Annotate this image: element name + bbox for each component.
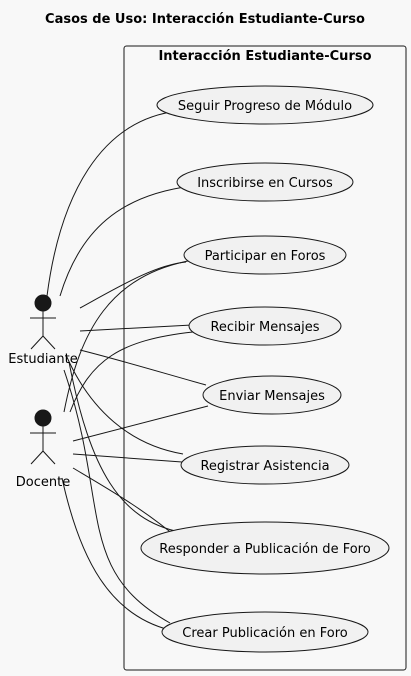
actor-right-leg [42,450,56,465]
use-case-participar-foros[interactable]: Participar en Foros [183,235,347,275]
association-docente-recibir-mensajes [69,331,194,413]
use-case-enviar-mensajes[interactable]: Enviar Mensajes [202,375,342,415]
use-case-recibir-mensajes[interactable]: Recibir Mensajes [188,306,342,346]
use-case-responder-foro[interactable]: Responder a Publicación de Foro [140,521,390,575]
use-case-label: Seguir Progreso de Módulo [178,99,352,114]
association-docente-registrar-asistencia [72,453,183,463]
association-estudiante-inscribirse [59,185,193,297]
association-estudiante-crear-publicacion [63,369,171,624]
boundary-label: Interacción Estudiante-Curso [158,49,371,64]
use-case-label: Participar en Foros [205,249,326,264]
system-boundary [123,45,407,671]
association-estudiante-seguir-progreso [46,110,179,297]
actor-head-icon [34,294,52,312]
actor-docente[interactable] [30,409,56,465]
use-case-crear-publicacion[interactable]: Crear Publicación en Foro [161,611,369,653]
use-case-seguir-progreso[interactable]: Seguir Progreso de Módulo [156,85,374,125]
use-case-label: Inscribirse en Cursos [197,176,333,191]
association-estudiante-responder-foro [68,361,181,533]
actor-left-leg [30,335,44,350]
actor-label-estudiante: Estudiante [8,352,78,367]
association-docente-crear-publicacion [61,477,171,631]
association-estudiante-participar-foros [79,261,187,309]
use-case-inscribirse-cursos[interactable]: Inscribirse en Cursos [176,162,354,202]
use-case-ellipse[interactable] [183,235,347,275]
use-case-label: Crear Publicación en Foro [182,626,347,641]
use-case-ellipse[interactable] [156,85,374,125]
diagram-title: Casos de Uso: Interacción Estudiante-Cur… [45,12,365,27]
actor-left-leg [30,450,44,465]
use-case-registrar-asistencia[interactable]: Registrar Asistencia [180,445,350,485]
association-estudiante-registrar-asistencia [65,354,184,455]
association-docente-enviar-mensajes [72,405,209,442]
association-estudiante-enviar-mensajes [79,349,207,386]
actor-head-icon [34,409,52,427]
use-case-ellipse[interactable] [202,375,342,415]
use-case-ellipse[interactable] [176,162,354,202]
actor-right-leg [42,335,56,350]
actor-label-docente: Docente [16,475,70,490]
use-case-label: Responder a Publicación de Foro [159,542,370,557]
use-case-label: Enviar Mensajes [219,389,325,404]
association-docente-responder-foro [72,467,181,541]
associations-layer [46,110,209,631]
association-estudiante-recibir-mensajes [79,324,193,332]
use-case-ellipse[interactable] [188,306,342,346]
use-case-ellipse[interactable] [161,611,369,653]
association-docente-participar-foros [63,259,194,413]
use-case-label: Recibir Mensajes [210,320,319,335]
use-case-ellipse[interactable] [180,445,350,485]
actor-estudiante[interactable] [30,294,56,350]
use-case-ellipse[interactable] [140,521,390,575]
use-case-label: Registrar Asistencia [200,459,329,474]
